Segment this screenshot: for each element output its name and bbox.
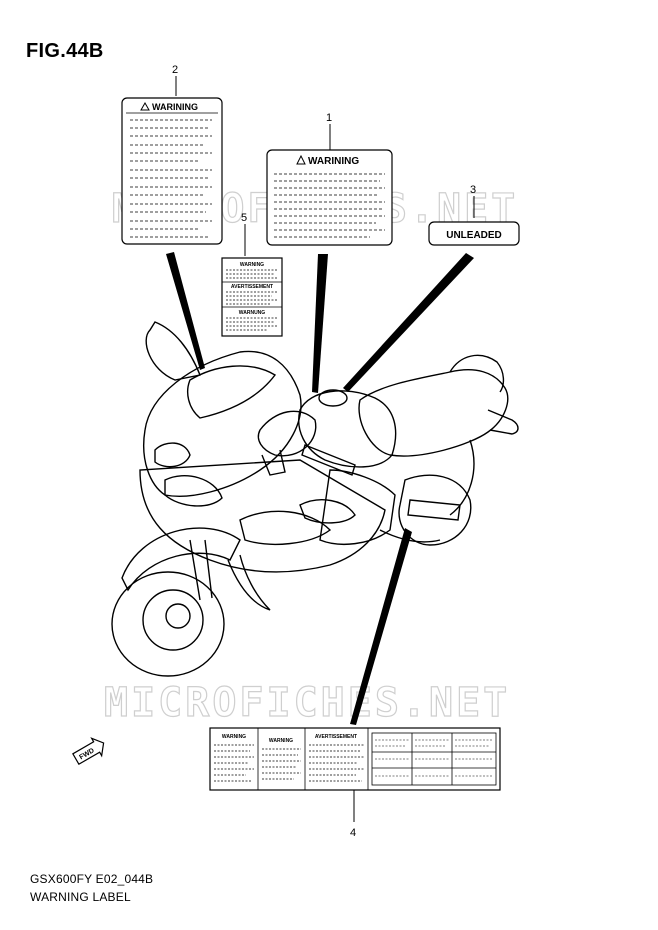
- label4-heading-1: WARNING: [222, 734, 246, 740]
- label-part1: WARINING: [266, 149, 393, 246]
- leader-part2: [166, 252, 205, 370]
- fwd-arrow-icon: FWD: [72, 737, 105, 766]
- figure-title: FIG.44B: [26, 40, 104, 62]
- label5-heading-3: WARNUNG: [239, 310, 265, 316]
- callout-1: 1: [326, 112, 332, 124]
- label-part4: WARNING WARNING AVERTISSEMENT: [209, 727, 501, 791]
- label-part2: WARINING: [121, 97, 223, 245]
- drawing-code: GSX600FY E02_044B: [30, 872, 154, 886]
- label3-text: UNLEADED: [446, 230, 502, 241]
- label1-heading: WARINING: [308, 156, 359, 167]
- label5-heading-1: WARNING: [240, 262, 264, 268]
- leader-part1: [312, 254, 328, 393]
- callout-2: 2: [172, 64, 178, 76]
- leader-lines: [166, 252, 474, 725]
- callout-4: 4: [350, 827, 356, 839]
- motorcycle-illustration: [111, 321, 519, 677]
- label4-heading-3: AVERTISSEMENT: [315, 734, 357, 740]
- watermark-text: MICROFICHES.NET: [104, 680, 510, 726]
- watermark-bottom: MICROFICHES.NET: [103, 679, 510, 726]
- label2-heading: WARINING: [152, 102, 198, 112]
- label-part3: UNLEADED: [428, 221, 520, 246]
- callout-3: 3: [470, 184, 476, 196]
- leader-part4: [350, 528, 412, 725]
- warning-triangle-icon: [140, 101, 150, 111]
- callout-5: 5: [241, 212, 247, 224]
- front-wheel: [111, 571, 225, 677]
- label-part5: WARNING AVERTISSEMENT WARNUNG: [221, 257, 283, 337]
- leader-part3: [343, 253, 474, 392]
- warning-triangle-icon: [296, 154, 306, 165]
- drawing-caption: WARNING LABEL: [30, 890, 131, 904]
- callouts: [175, 76, 475, 822]
- label4-heading-2: WARNING: [269, 738, 293, 744]
- label5-heading-2: AVERTISSEMENT: [231, 284, 273, 290]
